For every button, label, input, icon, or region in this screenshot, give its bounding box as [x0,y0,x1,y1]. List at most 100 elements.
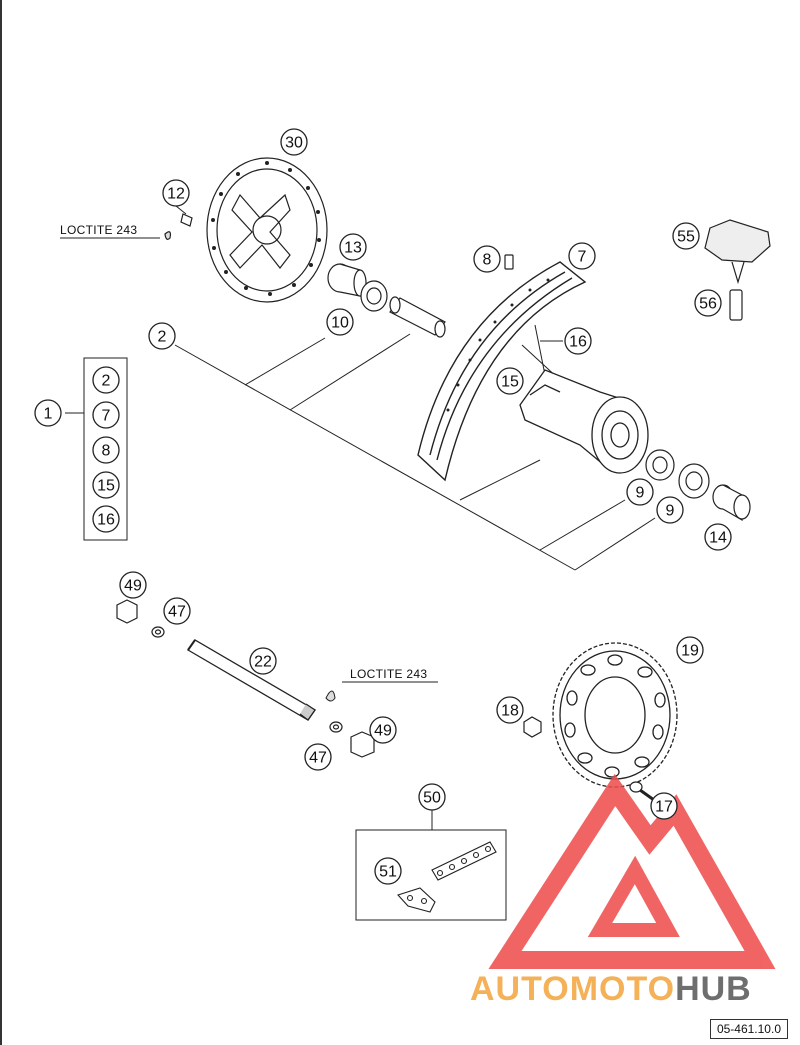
callout-c55: 55 [672,222,700,250]
spacer-tube-10 [389,296,446,338]
rear-axle [187,639,316,721]
callout-k8: 8 [92,436,120,464]
callout-c17: 17 [650,792,678,820]
callout-circle [339,233,367,261]
callout-label: 51 [379,864,397,881]
callout-k16: 16 [92,505,120,533]
callout-label: 30 [285,135,303,152]
callout-circle [672,222,700,250]
callout-label: 56 [699,296,717,313]
callout-circle [92,401,120,429]
callout-k2: 2 [92,366,120,394]
callout-c2: 2 [148,322,176,350]
callout-c47a: 47 [163,597,191,625]
valve-56 [729,289,743,321]
callout-c19: 19 [676,636,704,664]
callout-circle [326,308,354,336]
callout-label: 1 [44,406,53,423]
callout-circle [92,471,120,499]
reference-code: 05-461.10.0 [709,1019,788,1039]
loctite-note-axle: LOCTITE 243 [350,667,427,681]
callout-label: 7 [102,408,111,425]
callout-c30: 30 [280,128,308,156]
callout-label: 18 [501,703,519,720]
automotohub-watermark: AUTOMOTOHUB [470,773,776,1008]
brake-disc [206,157,328,303]
callout-c51: 51 [374,857,402,885]
callout-circle [694,289,722,317]
callout-c9b: 9 [656,496,684,524]
callout-k7: 7 [92,401,120,429]
callout-circle [162,179,190,207]
callout-c22: 22 [249,647,277,675]
spacer-14 [712,484,751,522]
callout-c8: 8 [473,245,501,273]
callout-circle [568,242,596,270]
callout-label: 8 [483,252,492,269]
callout-circle [496,367,524,395]
callout-label: 13 [344,240,362,257]
callout-c18: 18 [496,696,524,724]
callout-label: 2 [158,329,167,346]
callout-label: 14 [709,530,727,547]
callout-k15: 15 [92,471,120,499]
disc-bolt [164,213,193,240]
callout-circle [473,245,501,273]
callout-label: 55 [677,229,695,246]
spoke-nipple [504,254,514,270]
callout-circle [92,505,120,533]
callout-circle [564,327,592,355]
callout-label: 47 [309,750,327,767]
wheel-rim [417,261,587,482]
callout-c16: 16 [564,327,592,355]
callout-label: 50 [423,790,441,807]
chain-kit-box [355,829,507,921]
sprocket-bolt [629,781,655,802]
callout-label: 49 [124,578,142,595]
callout-label: 22 [254,654,272,671]
callout-label: 15 [501,374,519,391]
callout-circle [650,792,678,820]
callout-c1: 1 [34,399,62,427]
callout-c50: 50 [418,783,446,811]
rim-spoke-holes [446,278,550,412]
callout-label: 47 [168,604,186,621]
callout-c15: 15 [496,367,524,395]
callout-circle [92,366,120,394]
callout-c13: 13 [339,233,367,261]
callout-label: 19 [681,643,699,660]
callout-circle [163,597,191,625]
callout-c14: 14 [704,523,732,551]
callout-label: 10 [331,315,349,332]
callout-label: 8 [102,443,111,460]
callout-label: 15 [97,478,115,495]
callout-c47b: 47 [304,743,332,771]
callout-c56: 56 [694,289,722,317]
callout-circle [369,716,397,744]
callout-c10: 10 [326,308,354,336]
callout-circle [34,399,62,427]
callout-circle [676,636,704,664]
chain-master-link [397,887,436,913]
leader-lines [65,205,656,830]
valve-cap-55 [704,219,771,285]
callout-circle [304,743,332,771]
kit-group-box [83,357,128,541]
watermark-text-automoto: AUTOMOTO [470,970,675,1008]
callout-c49b: 49 [369,716,397,744]
callout-label: 17 [655,799,673,816]
callout-circle [280,128,308,156]
drive-chain [431,841,497,881]
watermark-text-hub: HUB [675,970,752,1008]
sprocket-nut [523,716,542,738]
loctite-note-top: LOCTITE 243 [60,223,137,237]
callout-label: 9 [666,503,675,520]
callout-circle [656,496,684,524]
bearing-9-pair [645,449,710,499]
callout-circle [374,857,402,885]
callout-circle [626,478,654,506]
callout-circle [148,322,176,350]
callout-circle [249,647,277,675]
